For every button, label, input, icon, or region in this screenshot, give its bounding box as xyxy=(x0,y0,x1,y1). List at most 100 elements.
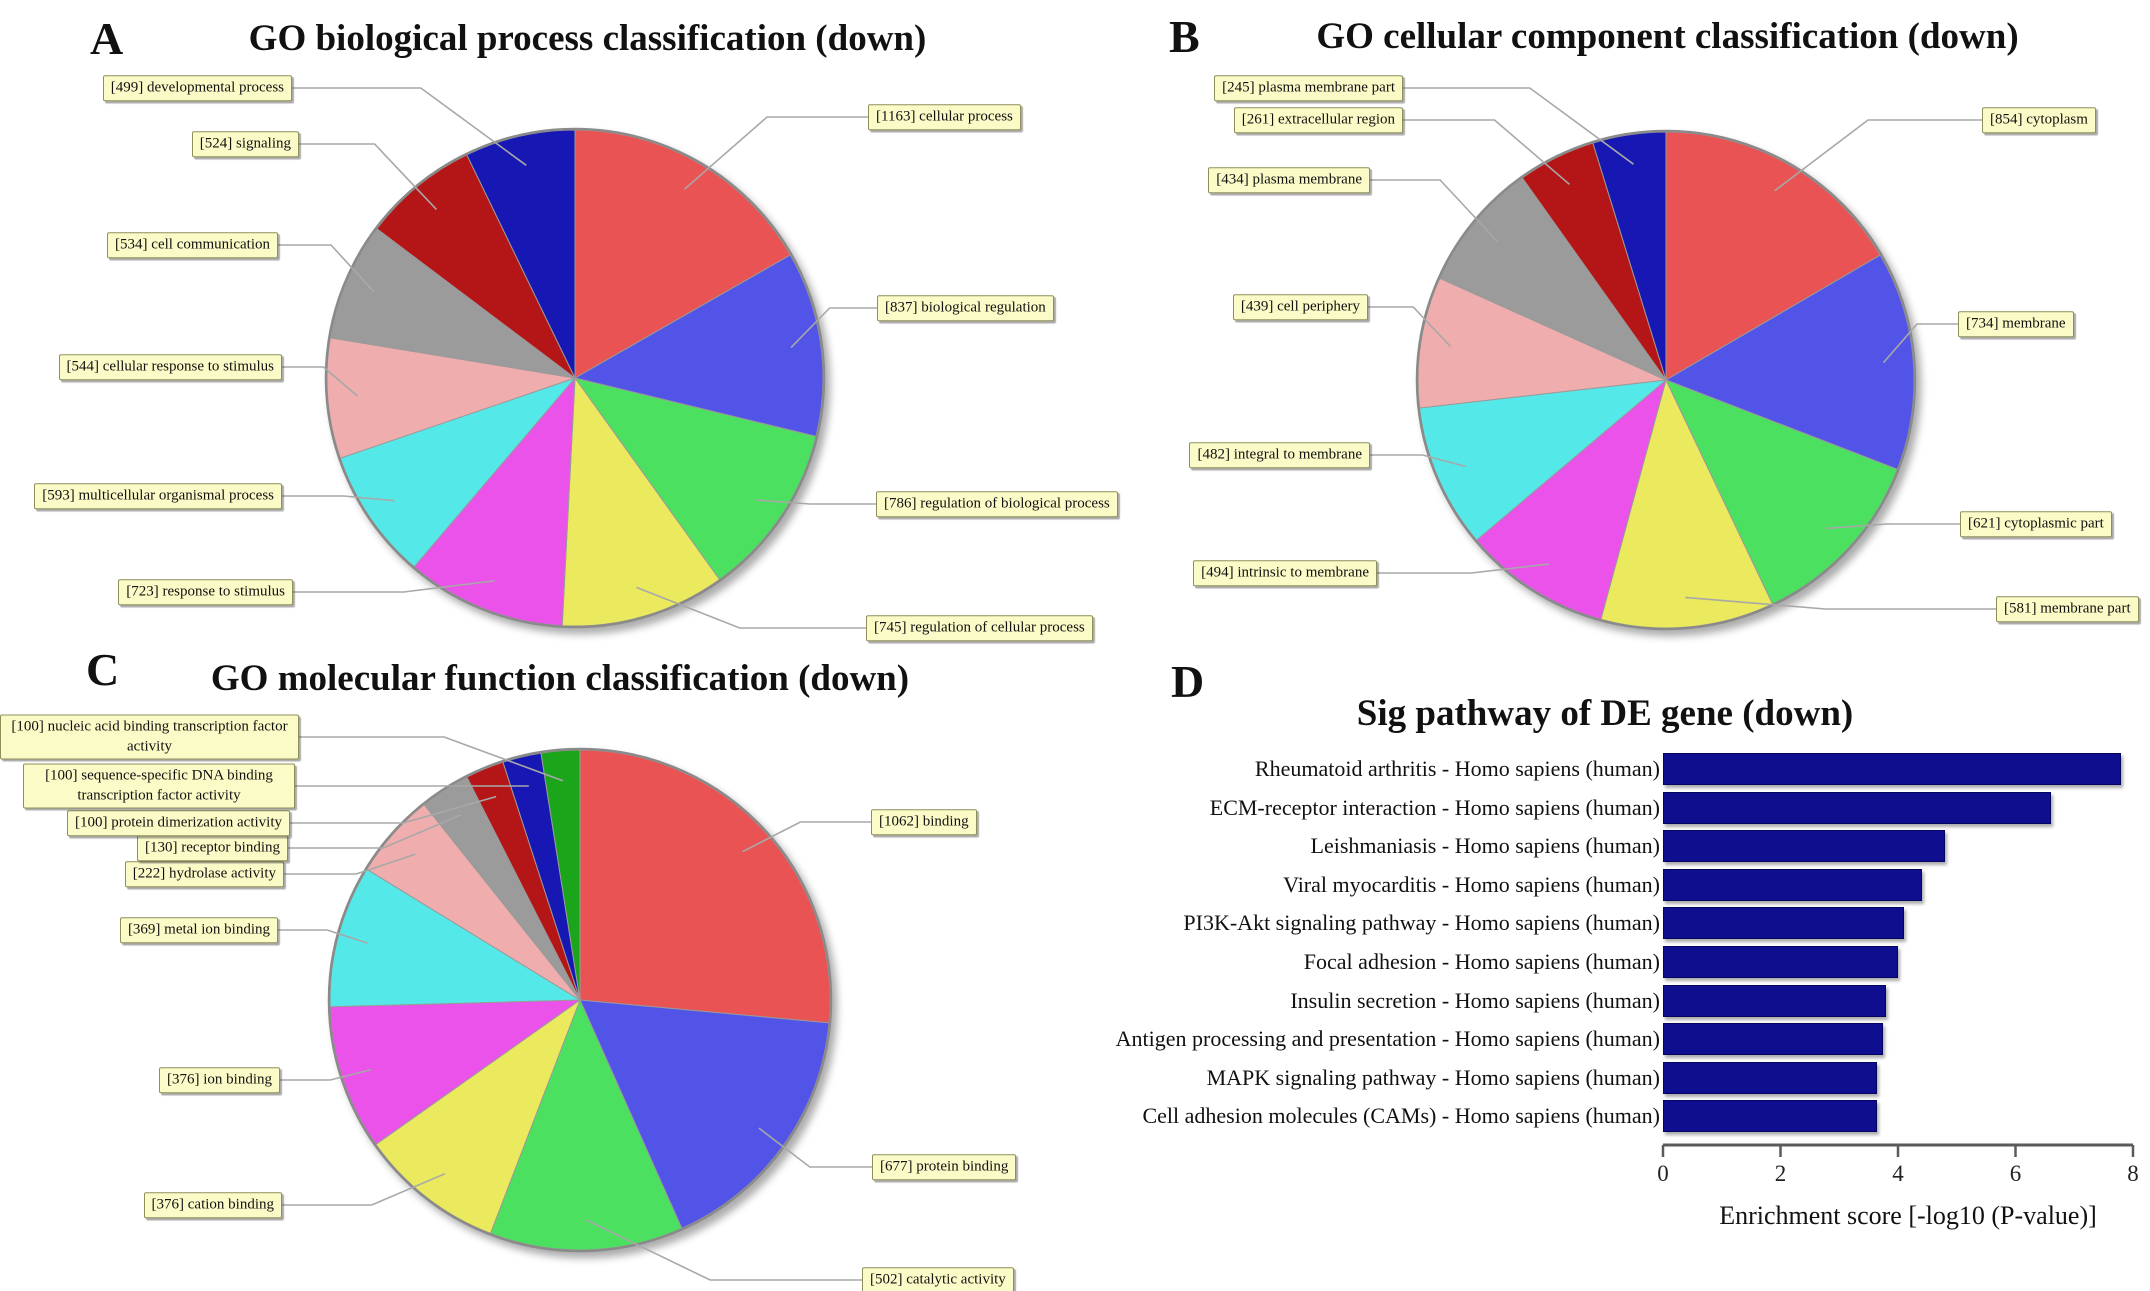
pie-label-biological-regulation: [837] biological regulation xyxy=(877,295,1054,321)
bar-row-2 xyxy=(1663,830,1945,863)
panel-go-molecular-function: C GO molecular function classification (… xyxy=(0,645,1075,1291)
leader-line xyxy=(290,795,497,824)
pie-label-membrane-part: [581] membrane part xyxy=(1996,596,2139,622)
pie-label-developmental-process: [499] developmental process xyxy=(102,75,292,101)
panel-go-biological-process: A GO biological process classification (… xyxy=(0,0,1118,646)
bar-label-row-6: Insulin secretion - Homo sapiens (human) xyxy=(1290,987,1660,1013)
pie-label-sequence-specific-dna-binding-transcription-factor-activity: [100] sequence-specific DNA binding tran… xyxy=(23,763,295,809)
bar-row-9 xyxy=(1663,1100,1878,1133)
bar-label-row-9: Cell adhesion molecules (CAMs) - Homo sa… xyxy=(1142,1103,1660,1129)
pie-label-integral-to-membrane: [482] integral to membrane xyxy=(1189,442,1370,468)
pie-label-response-to-stimulus: [723] response to stimulus xyxy=(118,579,293,605)
leader-line xyxy=(1368,306,1451,347)
leader-line xyxy=(1403,119,1570,185)
pie-label-plasma-membrane-part: [245] plasma membrane part xyxy=(1214,75,1403,101)
pie-chart-molecular-function: [1062] binding [677] protein binding [502]… xyxy=(0,645,1075,1291)
bar-label-row-0: Rheumatoid arthritis - Homo sapiens (hum… xyxy=(1254,756,1660,781)
bar-row-7 xyxy=(1663,1023,1884,1056)
leader-line xyxy=(278,929,368,944)
pie-label-catalytic-activity: [502] catalytic activity xyxy=(862,1267,1014,1291)
pie-label-extracellular-region: [261] extracellular region xyxy=(1233,107,1403,133)
bar-label-row-3: Viral myocarditis - Homo sapiens (human) xyxy=(1283,871,1660,897)
leader-line xyxy=(282,1172,446,1206)
bar-label-row-1: ECM-receptor interaction - Homo sapiens … xyxy=(1209,794,1660,820)
leader-line xyxy=(1370,454,1466,468)
bar-label-row-5: Focal adhesion - Homo sapiens (human) xyxy=(1303,949,1660,974)
leader-line xyxy=(758,1127,872,1168)
pie-label-regulation-of-biological-process: [786] regulation of biological process xyxy=(876,491,1118,517)
leader-line xyxy=(280,1068,372,1081)
leader-line xyxy=(1882,323,1958,364)
pie-label-plasma-membrane: [434] plasma membrane xyxy=(1208,167,1370,193)
bar-label-row-8: MAPK signaling pathway - Homo sapiens (h… xyxy=(1206,1064,1660,1090)
bar-label-row-2: Leishmaniasis - Homo sapiens (human) xyxy=(1310,833,1661,859)
axis-tick-label-8: 8 xyxy=(2127,1161,2139,1186)
leader-line xyxy=(284,853,416,875)
leader-line xyxy=(1370,179,1498,242)
pie-label-intrinsic-to-membrane: [494] intrinsic to membrane xyxy=(1193,560,1377,586)
pie-label-ion-binding: [376] ion binding xyxy=(159,1067,280,1093)
panel-title-c: GO molecular function classification (do… xyxy=(210,658,910,699)
leader-line xyxy=(292,87,527,166)
pie-label-cell-periphery: [439] cell periphery xyxy=(1232,294,1368,320)
pie-label-protein-dimerization-activity: [100] protein dimerization activity xyxy=(66,810,290,836)
bar-axis-svg xyxy=(1661,1143,2135,1157)
pie-label-cation-binding: [376] cation binding xyxy=(143,1192,282,1218)
bar-row-4 xyxy=(1663,907,1904,940)
pie-chart-biological-process: [1163] cellular process [837] biological … xyxy=(0,0,1118,646)
pie-label-binding: [1062] binding xyxy=(871,809,977,835)
x-axis-title: Enrichment score [-log10 (P-value)] xyxy=(1719,1201,2097,1230)
panel-go-cellular-component: B GO cellular component classification (… xyxy=(1075,0,2150,646)
leader-line xyxy=(636,586,866,629)
pie-label-nucleic-acid-binding-transcription-factor-activity: [100] nucleic acid binding transcription… xyxy=(0,714,299,760)
bar-row-6 xyxy=(1663,984,1887,1017)
panel-letter-d: D xyxy=(1171,656,1205,707)
pie-label-multicellular-organismal-process: [593] multicellular organismal process xyxy=(34,483,282,509)
leader-line xyxy=(585,1219,862,1281)
pie-label-membrane: [734] membrane xyxy=(1958,311,2074,337)
pie-label-metal-ion-binding: [369] metal ion binding xyxy=(119,917,278,943)
pie-label-cytoplasm: [854] cytoplasm xyxy=(1982,107,2096,133)
pie-chart-cellular-component: [854] cytoplasm [734] membrane [621] cytop… xyxy=(1075,0,2150,646)
bar-label-row-4: PI3K-Akt signaling pathway - Homo sapien… xyxy=(1183,910,1660,936)
leader-line xyxy=(755,499,876,505)
pie-label-cell-communication: [534] cell communication xyxy=(107,232,278,258)
leader-line xyxy=(1825,523,1960,530)
leader-line xyxy=(1377,563,1549,574)
axis-tick-label-6: 6 xyxy=(2009,1161,2022,1186)
panel-letter-b: B xyxy=(1169,11,1200,62)
leader-line xyxy=(299,143,437,210)
leader-line xyxy=(1685,596,1996,610)
bar-row-8 xyxy=(1663,1061,1878,1094)
bar-label-row-7: Antigen processing and presentation - Ho… xyxy=(1115,1026,1660,1052)
panel-title-b: GO cellular component classification (do… xyxy=(1316,16,2019,57)
leader-line xyxy=(742,821,871,853)
bar-row-5 xyxy=(1663,946,1898,978)
pie-svg xyxy=(1368,87,1996,631)
pie-label-receptor-binding: [130] receptor binding xyxy=(137,835,288,861)
pie-slice-binding xyxy=(579,749,831,1024)
leader-line xyxy=(282,495,395,502)
panel-title-d: Sig pathway of DE gene (down) xyxy=(1356,693,1854,734)
axis-tick-label-2: 2 xyxy=(1774,1161,1787,1186)
bar-row-3 xyxy=(1663,868,1922,901)
leader-line xyxy=(299,736,564,782)
panel-title-a: GO biological process classification (do… xyxy=(248,18,927,59)
pie-svg xyxy=(278,736,872,1281)
pie-label-hydrolase-activity: [222] hydrolase activity xyxy=(124,861,284,887)
leader-line xyxy=(790,307,877,348)
leader-line xyxy=(1774,119,1982,192)
leader-line xyxy=(278,244,375,293)
axis-tick-label-0: 0 xyxy=(1657,1161,1669,1186)
pie-label-cytoplasmic-part: [621] cytoplasmic part xyxy=(1960,511,2112,537)
leader-line xyxy=(282,366,359,397)
leader-line xyxy=(683,116,868,190)
axis-tick-label-4: 4 xyxy=(1892,1161,1904,1186)
bar-chart-sig-pathway: Rheumatoid arthritis - Homo sapiens (hum… xyxy=(1075,645,2150,1291)
pie-svg xyxy=(278,87,877,629)
pie-label-protein-binding: [677] protein binding xyxy=(872,1154,1017,1180)
leader-line xyxy=(1403,87,1634,165)
pie-label-cellular-process: [1163] cellular process xyxy=(868,104,1021,130)
panel-letter-c: C xyxy=(86,644,120,695)
